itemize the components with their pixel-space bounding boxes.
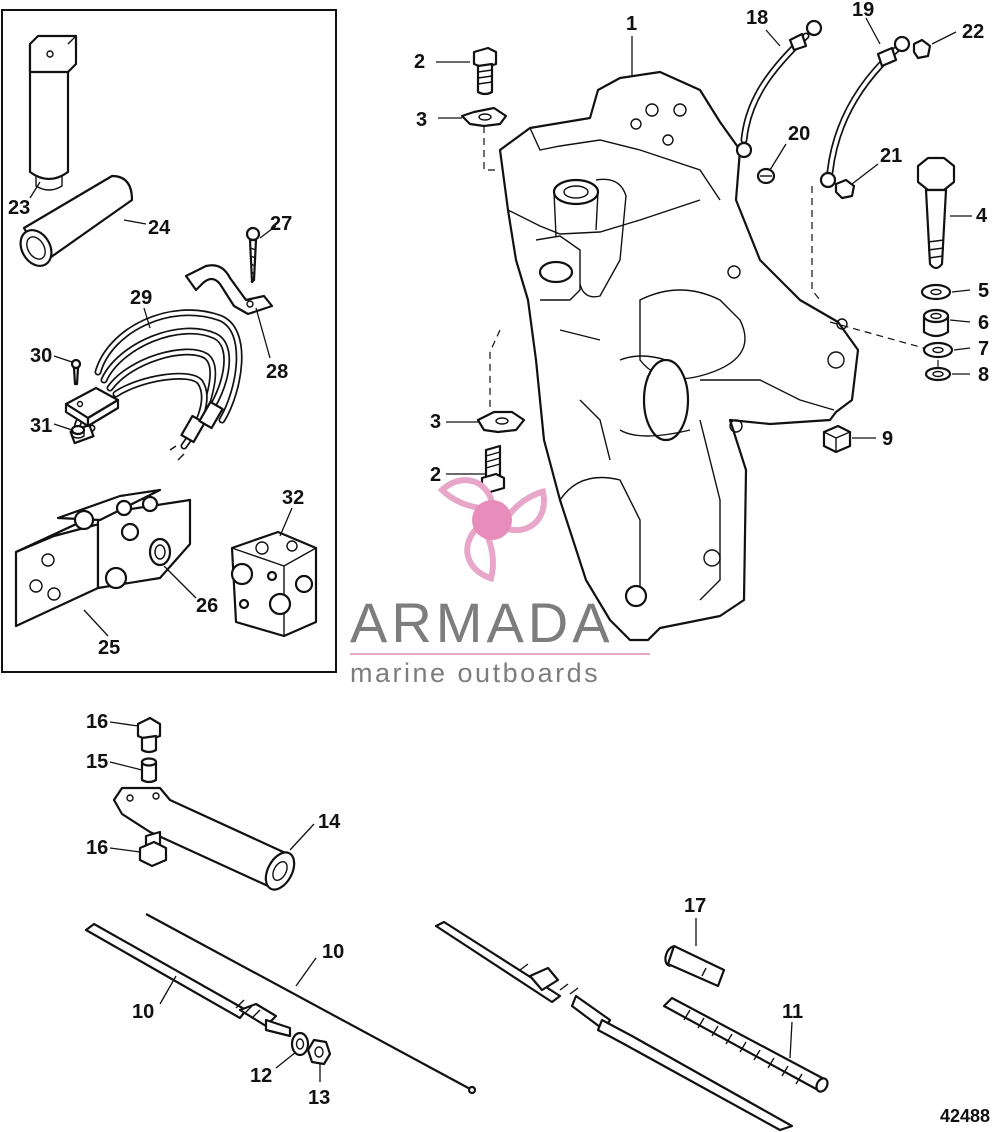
part-16-set-screw-upper xyxy=(136,716,162,754)
part-15-pin xyxy=(140,757,158,784)
callout-23: 23 xyxy=(8,197,30,219)
dash-line-left-upper xyxy=(483,126,500,171)
callout-29: 29 xyxy=(130,287,152,309)
part-4-bolt xyxy=(916,156,956,270)
callout-5: 5 xyxy=(978,280,989,302)
part-7-washer xyxy=(922,341,954,359)
part-32-manifold xyxy=(230,530,318,638)
dash-line-left-lower xyxy=(489,329,501,412)
propeller-logo-icon xyxy=(437,477,547,583)
callout-6: 6 xyxy=(978,312,989,334)
part-23-cylinder xyxy=(28,34,78,191)
callout-27: 27 xyxy=(270,213,292,235)
callout-leaders xyxy=(29,17,972,1082)
callout-12: 12 xyxy=(250,1065,272,1087)
callout-8: 8 xyxy=(978,364,989,386)
part-27-screw xyxy=(245,226,261,284)
callout-22: 22 xyxy=(962,21,984,43)
callout-25: 25 xyxy=(98,637,120,659)
callout-26: 26 xyxy=(196,595,218,617)
part-11-spiral-sleeve xyxy=(662,996,829,1093)
part-14-tube xyxy=(112,786,296,891)
callout-18: 18 xyxy=(746,7,768,29)
callout-24: 24 xyxy=(148,217,171,239)
callout-15: 15 xyxy=(86,751,108,773)
part-20-screw xyxy=(756,167,776,185)
callout-30: 30 xyxy=(30,345,52,367)
part-8-lock-washer xyxy=(924,366,952,382)
part-29-wire-harness xyxy=(69,309,243,461)
watermark: ARMADA marine outboards xyxy=(350,477,650,688)
part-24-sleeve xyxy=(19,174,134,267)
part-switch-block xyxy=(64,386,120,428)
logo-hub xyxy=(472,500,512,540)
callout-19: 19 xyxy=(852,0,874,21)
part-cable-right xyxy=(434,920,794,1132)
part-31-ring xyxy=(70,424,86,439)
watermark-brand: ARMADA xyxy=(350,591,614,654)
part-1-transom-bracket xyxy=(498,70,860,642)
part-28-clamp xyxy=(184,264,274,316)
part-9-nut xyxy=(822,424,852,454)
part-10-cable-left xyxy=(84,922,292,1038)
part-16-set-screw-lower xyxy=(138,830,168,868)
dash-line-right-upper xyxy=(811,186,821,301)
callout-2b: 2 xyxy=(430,464,441,486)
callout-4: 4 xyxy=(976,205,988,227)
watermark-tagline: marine outboards xyxy=(350,658,600,688)
callout-labels: 1 2 3 18 19 22 20 21 4 5 6 7 8 9 3 2 23 … xyxy=(8,0,989,1109)
callout-16b: 16 xyxy=(86,837,108,859)
callout-31: 31 xyxy=(30,415,52,437)
callout-11: 11 xyxy=(782,1001,803,1023)
part-3-lock-tab-lower xyxy=(476,410,526,434)
callout-28: 28 xyxy=(266,361,288,383)
callout-14: 14 xyxy=(318,811,341,833)
callout-3: 3 xyxy=(416,109,427,131)
part-10-core-wire xyxy=(145,913,473,1091)
part-17-pin xyxy=(664,944,726,988)
part-6-spacer xyxy=(922,308,950,338)
part-13-nut xyxy=(306,1038,332,1066)
callout-2: 2 xyxy=(414,51,425,73)
part-21-nut xyxy=(834,178,856,200)
callout-32: 32 xyxy=(282,487,304,509)
callout-16: 16 xyxy=(86,711,108,733)
part-2-bolt-upper xyxy=(472,46,498,96)
part-22-nut xyxy=(912,38,932,60)
part-2-bolt-lower xyxy=(480,444,506,494)
callout-1: 1 xyxy=(626,13,637,35)
part-19-ground-strap xyxy=(819,35,911,189)
callout-9: 9 xyxy=(882,428,893,450)
callout-21: 21 xyxy=(880,145,902,167)
part-12-washer xyxy=(290,1031,310,1057)
callout-17: 17 xyxy=(684,895,706,917)
callout-10: 10 xyxy=(132,1001,154,1023)
inset-frame xyxy=(1,9,337,673)
drawing-number: 42488 xyxy=(940,1106,990,1126)
callout-3b: 3 xyxy=(430,411,441,433)
part-30-small-screw xyxy=(70,358,82,386)
callout-13: 13 xyxy=(308,1087,330,1109)
part-3-lock-tab-upper xyxy=(460,106,508,128)
part-25-26-valve-block xyxy=(14,488,192,628)
callout-20: 20 xyxy=(788,123,810,145)
part-5-washer xyxy=(920,283,952,301)
part-18-ground-strap xyxy=(735,19,823,159)
core-wire-end xyxy=(467,1085,477,1095)
callout-7: 7 xyxy=(978,338,989,360)
callout-10b: 10 xyxy=(322,941,344,963)
